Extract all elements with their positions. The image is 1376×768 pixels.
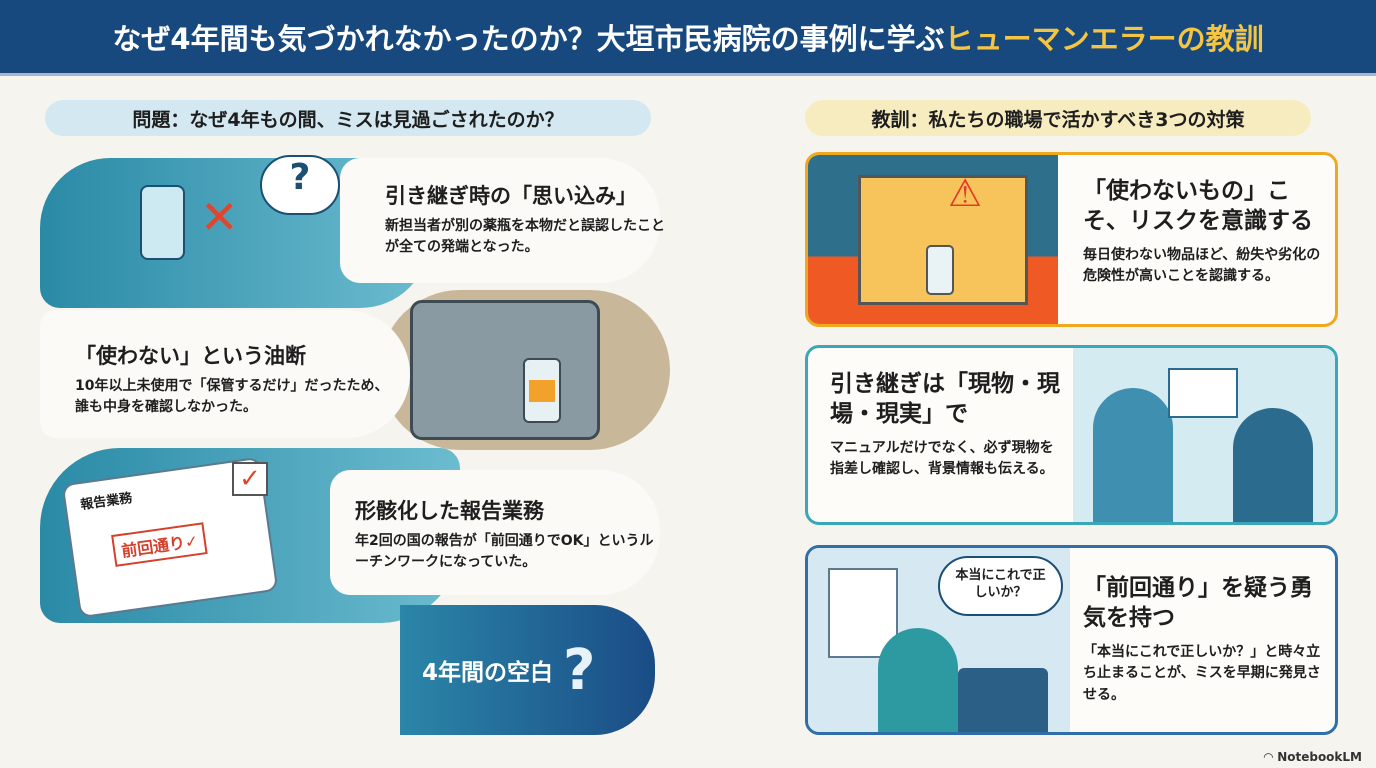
- problem-item-3: 形骸化した報告業務 年2回の国の報告が「前回通りでOK」というルーチンワークにな…: [355, 495, 655, 573]
- questioning-person-illustration: 本当にこれで正しいか？: [808, 548, 1070, 732]
- handover-people-illustration: [1073, 348, 1335, 522]
- lesson-card-1: ⚠ 「使わないもの」こそ、リスクを意識する毎日使わない物品ほど、紛失や劣化の危険…: [805, 152, 1338, 327]
- lesson-title: 「使わないもの」こそ、リスクを意識する: [1083, 178, 1313, 234]
- lesson-body: マニュアルだけでなく、必ず現物を指差し確認し、背景情報も伝える。: [830, 439, 1054, 478]
- bottle-icon: [926, 245, 954, 295]
- problem-body: 新担当者が別の薬瓶を本物だと誤認したことが全ての発端となった。: [385, 218, 665, 255]
- lesson-body: 毎日使わない物品ほど、紛失や劣化の危険性が高いことを認識する。: [1083, 246, 1321, 285]
- text-box-1: [340, 158, 660, 283]
- problem-body: 10年以上未使用で「保管するだけ」だったため、誰も中身を確認しなかった。: [75, 378, 389, 415]
- text-box-3: [330, 470, 660, 595]
- cabinet-illustration: [410, 300, 600, 440]
- lesson-body: 「本当にこれで正しいか？」と時々立ち止まることが、ミスを早期に発見させる。: [1083, 643, 1321, 704]
- lesson-card-2: 引き継ぎは「現物・現場・現実」でマニュアルだけでなく、必ず現物を指差し確認し、背…: [805, 345, 1338, 525]
- handover-illustration: ✕ ?: [60, 155, 340, 285]
- warning-bottle-icon: [523, 358, 561, 423]
- thought-bubble: 本当にこれで正しいか？: [938, 556, 1063, 616]
- lessons-heading: 教訓：私たちの職場で活かすべき3つの対策: [805, 100, 1311, 136]
- problem-heading: 問題：なぜ4年もの間、ミスは見過ごされたのか？: [45, 100, 651, 136]
- report-doc-label: 報告業務: [79, 490, 134, 514]
- checkbox-icon: ✓: [232, 462, 268, 496]
- lesson-title: 引き継ぎは「現物・現場・現実」で: [830, 371, 1060, 427]
- cabinet-spotlight-illustration: ⚠: [808, 155, 1058, 324]
- question-icon: ?: [563, 637, 596, 703]
- title-main: なぜ4年間も気づかれなかったのか？大垣市民病院の事例に学ぶ: [112, 21, 945, 56]
- problem-item-2: 「使わない」という油断 10年以上未使用で「保管するだけ」だったため、誰も中身を…: [75, 340, 395, 418]
- title-highlight: ヒューマンエラーの教訓: [944, 21, 1264, 56]
- conclusion-text: 4年間の空白: [422, 660, 554, 686]
- thought-bubble-icon: ?: [260, 155, 340, 215]
- problem-title: 「使わない」という油断: [75, 344, 306, 368]
- notebooklm-logo: ◠ NotebookLM: [1264, 750, 1362, 764]
- problem-item-1: 引き継ぎ時の「思い込み」 新担当者が別の薬瓶を本物だと誤認したことが全ての発端と…: [385, 180, 665, 258]
- problem-title: 引き継ぎ時の「思い込み」: [385, 184, 637, 208]
- lesson-card-3: 本当にこれで正しいか？ 「前回通り」を疑う勇気を持つ「本当にこれで正しいか？」と…: [805, 545, 1338, 735]
- stamp-label: 前回通り✓: [111, 522, 209, 567]
- conclusion-box: 4年間の空白 ?: [400, 605, 655, 735]
- bottle-icon: [140, 185, 185, 260]
- text-box-2: [40, 310, 410, 438]
- problem-title: 形骸化した報告業務: [355, 499, 544, 523]
- page-title: なぜ4年間も気づかれなかったのか？大垣市民病院の事例に学ぶヒューマンエラーの教訓: [0, 0, 1376, 76]
- footer-text: NotebookLM: [1277, 750, 1362, 764]
- cross-icon: ✕: [200, 190, 239, 244]
- problem-body: 年2回の国の報告が「前回通りでOK」というルーチンワークになっていた。: [355, 533, 654, 570]
- lesson-title: 「前回通り」を疑う勇気を持つ: [1083, 575, 1313, 631]
- warning-icon: ⚠: [948, 171, 983, 215]
- logo-icon: ◠: [1263, 750, 1278, 764]
